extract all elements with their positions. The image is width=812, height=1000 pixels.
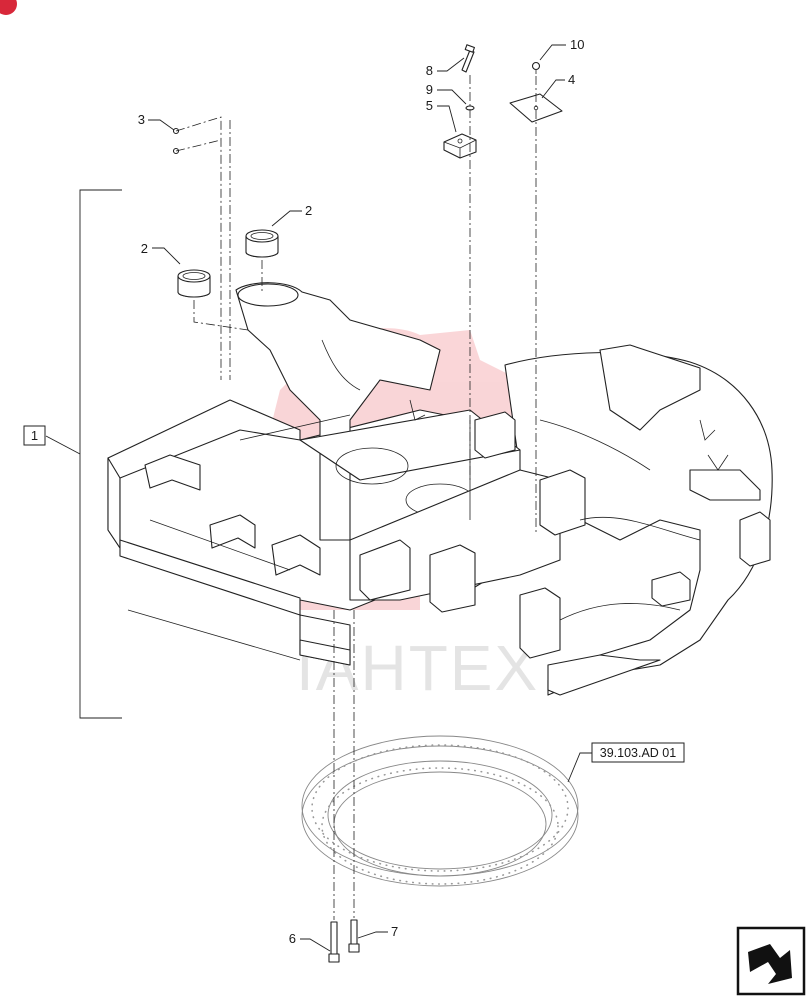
callout-7: 7 bbox=[391, 924, 398, 939]
callout-3: 3 bbox=[138, 112, 145, 127]
bolt-6 bbox=[328, 921, 340, 963]
callout-2-left: 2 bbox=[141, 241, 148, 256]
callout-1: 1 bbox=[23, 425, 46, 446]
reference-label: 39.103.AD 01 bbox=[600, 746, 676, 760]
callout-5: 5 bbox=[426, 98, 433, 113]
callout-2-right: 2 bbox=[305, 203, 312, 218]
bolt-8 bbox=[461, 44, 475, 73]
callout-6: 6 bbox=[289, 931, 296, 946]
leader-lines bbox=[148, 44, 592, 952]
mounting-block bbox=[443, 133, 477, 159]
bushing-left bbox=[177, 269, 211, 298]
corner-badge-icon bbox=[0, 0, 17, 15]
upper-frame bbox=[107, 282, 773, 696]
callout-9: 9 bbox=[426, 82, 433, 97]
cover-plate bbox=[509, 93, 563, 123]
bushing-right bbox=[245, 229, 279, 258]
grease-fitting bbox=[172, 127, 180, 155]
reference-label-box: 39.103.AD 01 bbox=[591, 742, 685, 763]
bolt-7 bbox=[348, 919, 360, 953]
screw-10 bbox=[531, 61, 541, 74]
callout-label: 1 bbox=[31, 428, 38, 443]
callout-4: 4 bbox=[568, 72, 575, 87]
callout-8: 8 bbox=[426, 63, 433, 78]
assembly-bracket bbox=[45, 189, 122, 719]
slewing-ring bbox=[301, 735, 579, 887]
assembly-center-lines bbox=[175, 75, 537, 920]
callout-10: 10 bbox=[570, 37, 584, 52]
next-page-arrow-icon[interactable] bbox=[736, 926, 806, 996]
